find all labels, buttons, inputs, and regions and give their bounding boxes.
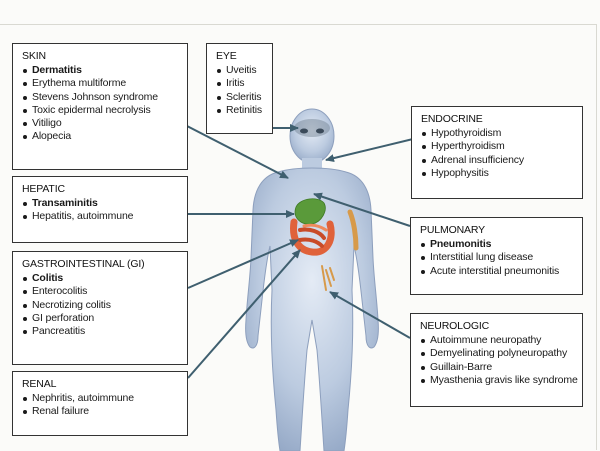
- eye-item: Uveitis: [216, 64, 266, 77]
- skin-item: Vitiligo: [22, 117, 181, 130]
- pulmonary-title: PULMONARY: [420, 224, 485, 236]
- pulmonary-arrow: [313, 192, 411, 227]
- neurologic-item: Guillain-Barre: [420, 361, 576, 374]
- skin-item: Dermatitis: [22, 64, 181, 77]
- neurologic-arrow: [329, 291, 411, 339]
- gi-item: GI perforation: [22, 312, 181, 325]
- gi-item: Pancreatitis: [22, 325, 181, 338]
- skin-title: SKIN: [22, 50, 46, 62]
- skin-item: Alopecia: [22, 130, 181, 143]
- neurologic-item: Demyelinating polyneuropathy: [420, 347, 576, 360]
- gi-item: Enterocolitis: [22, 285, 181, 298]
- gi-arrow: [187, 239, 299, 289]
- eye-item: Scleritis: [216, 91, 266, 104]
- neurologic-item: Myasthenia gravis like syndrome: [420, 374, 578, 387]
- endocrine-item: Adrenal insufficiency: [421, 154, 576, 167]
- endocrine-item: Hypothyroidism: [421, 127, 576, 140]
- pulmonary-item: Acute interstitial pneumonitis: [420, 265, 576, 278]
- hepatic-title: HEPATIC: [22, 183, 65, 195]
- skin-item: Stevens Johnson syndrome: [22, 91, 181, 104]
- endocrine-item: Hyperthyroidism: [421, 140, 576, 153]
- pulmonary-item: Pneumonitis: [420, 238, 576, 251]
- skin-item: Toxic epidermal necrolysis: [22, 104, 181, 117]
- endocrine-arrow: [325, 138, 414, 163]
- gi-title: GASTROINTESTINAL (GI): [22, 258, 145, 270]
- gi-item: Necrotizing colitis: [22, 299, 181, 312]
- gi-item: Colitis: [22, 272, 181, 285]
- hepatic-item: Transaminitis: [22, 197, 181, 210]
- head-organ-icon: [294, 119, 330, 137]
- hepatic-item: Hepatitis, autoimmune: [22, 210, 181, 223]
- eye-title: EYE: [216, 50, 237, 62]
- renal-item: Renal failure: [22, 405, 181, 418]
- human-body-silhouette: [245, 108, 379, 451]
- endocrine-title: ENDOCRINE: [421, 113, 483, 125]
- intestine-icon: [290, 218, 335, 256]
- eye-item: Retinitis: [216, 104, 266, 117]
- pulmonary-item: Interstitial lung disease: [420, 251, 576, 264]
- nerve-icon: [347, 209, 359, 251]
- liver-icon: [294, 198, 326, 225]
- eye-item: Iritis: [216, 77, 266, 90]
- renal-item: Nephritis, autoimmune: [22, 392, 181, 405]
- endocrine-item: Hypophysitis: [421, 167, 576, 180]
- skin-arrow: [186, 125, 289, 179]
- neurologic-item: Autoimmune neuropathy: [420, 334, 576, 347]
- skin-item: Erythema multiforme: [22, 77, 181, 90]
- renal-title: RENAL: [22, 378, 57, 390]
- figure-border: [0, 24, 597, 450]
- nerve-branch-icon: [321, 265, 335, 291]
- renal-arrow: [187, 249, 301, 379]
- neurologic-title: NEUROLOGIC: [420, 320, 490, 332]
